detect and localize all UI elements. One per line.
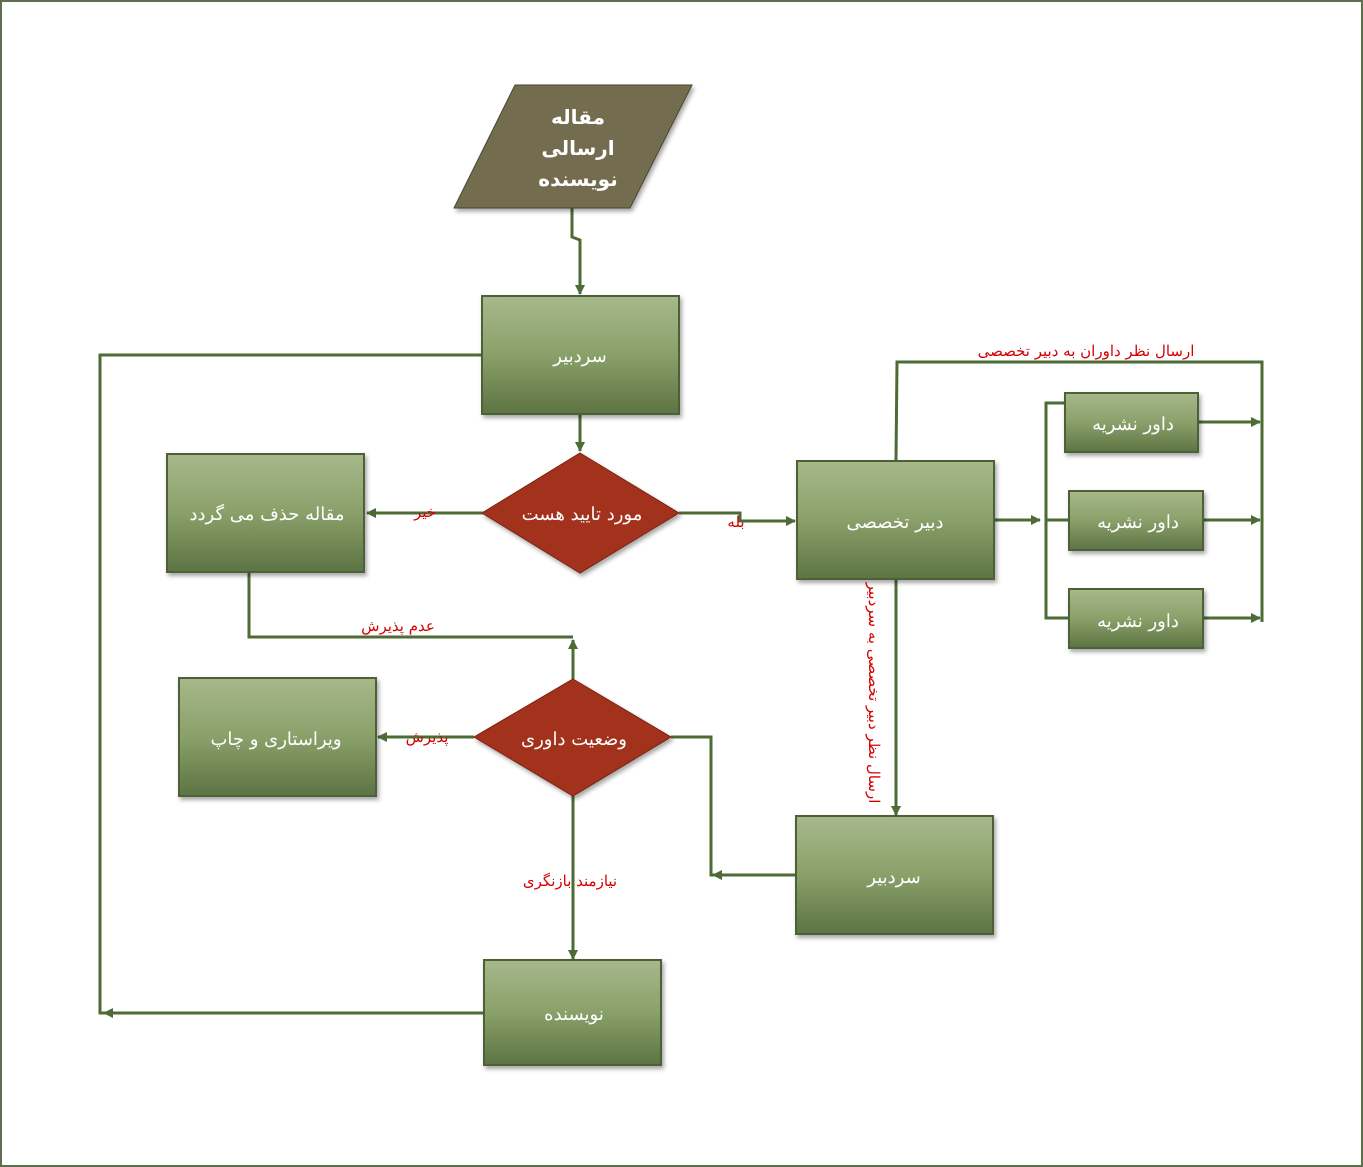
node-reviewer-2[interactable] [1068, 490, 1204, 551]
node-reviewer-3-label: داور نشریه [1097, 611, 1179, 632]
edge-reviewers-to-specialist [894, 360, 1264, 622]
decision-approved[interactable] [481, 452, 680, 574]
edge-chief-to-status [671, 735, 795, 877]
edge-label-acceptance: پذیرش [406, 728, 449, 746]
node-author-label: نویسنده [544, 1004, 604, 1025]
node-chief-editor-bottom[interactable] [795, 815, 994, 935]
node-chief-editor-bottom-label: سردبیر [866, 867, 920, 888]
decision-approved-label: مورد تایید هست [522, 504, 643, 525]
edge-decision-yes [679, 511, 796, 526]
node-chief-editor-top-label: سردبیر [552, 346, 606, 367]
edge-label-reviewers-to-specialist: ارسال نظر داوران به دبیر تخصصی [978, 342, 1195, 360]
node-reviewer-2-label: داور نشریه [1097, 512, 1179, 533]
edge-input-to-chief [570, 208, 585, 295]
input-parallelogram [453, 84, 693, 209]
node-specialist-editor-label: دبیر تخصصی [847, 512, 944, 533]
node-author[interactable] [483, 959, 662, 1066]
node-article-deleted-label: مقاله حذف می گردد [190, 503, 345, 525]
edge-label-specialist-to-chief: ارسال نظر دبیر تخصصی به سردبیر [865, 582, 883, 804]
decision-review-status[interactable] [473, 678, 672, 797]
node-editing-printing[interactable] [178, 677, 377, 797]
node-reviewer-1[interactable] [1064, 392, 1199, 453]
input-line3: نویسنده [538, 167, 617, 191]
node-reviewer-3[interactable] [1068, 588, 1204, 649]
node-article-deleted[interactable] [166, 453, 365, 573]
input-line2: ارسالی [541, 136, 614, 160]
edge-label-yes: بله [727, 513, 744, 531]
node-editing-printing-label: ویراستاری و چاپ [210, 729, 341, 750]
decision-review-status-label: وضعیت داوری [521, 729, 627, 750]
edge-label-no: خیر [413, 503, 436, 521]
node-specialist-editor[interactable] [796, 460, 995, 580]
edge-label-needs-revision: نیازمند بازنگری [523, 872, 617, 890]
edge-label-rejection: عدم پذیرش [361, 617, 435, 635]
edge-deleted-to-rejection [247, 572, 573, 639]
node-chief-editor-top[interactable] [481, 295, 680, 415]
node-reviewer-1-label: داور نشریه [1092, 414, 1174, 435]
input-line1: مقاله [551, 105, 605, 129]
edge-reviewer-branch [1044, 401, 1068, 620]
